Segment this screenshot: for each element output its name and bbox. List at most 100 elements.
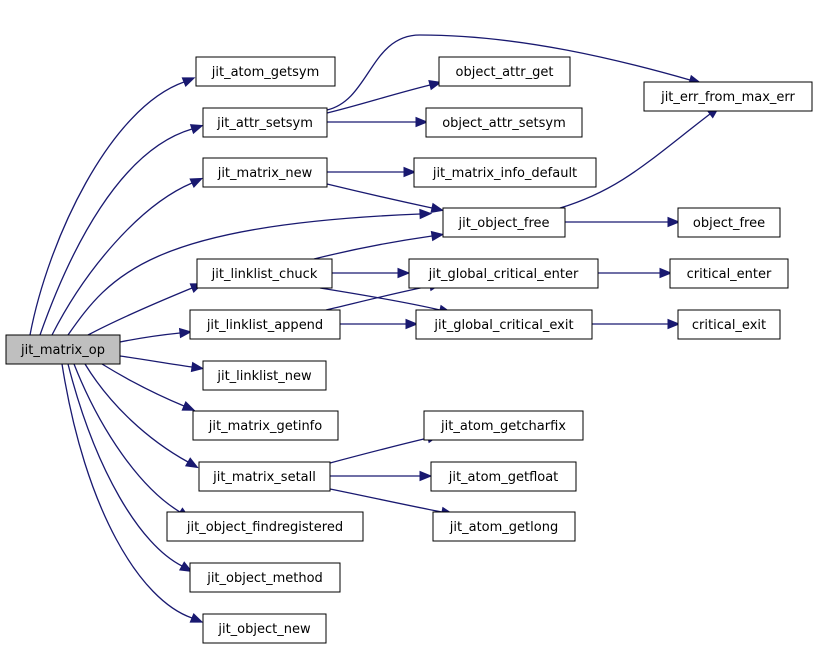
node-global-critical-exit[interactable]: jit_global_critical_exit xyxy=(415,309,593,340)
node-linklist-new[interactable]: jit_linklist_new xyxy=(202,360,327,391)
edge-line xyxy=(67,363,183,567)
node-label: jit_linklist_chuck xyxy=(211,267,318,282)
arrowhead-icon xyxy=(403,166,417,178)
node-matrix-new[interactable]: jit_matrix_new xyxy=(202,157,328,188)
node-critical-enter[interactable]: critical_enter xyxy=(669,258,789,289)
arrowhead-icon xyxy=(419,470,433,482)
edge-root-to-object-new xyxy=(61,363,204,623)
node-matrix-getinfo[interactable]: jit_matrix_getinfo xyxy=(192,410,339,441)
node-matrix-info-default[interactable]: jit_matrix_info_default xyxy=(413,157,597,188)
arrowhead-icon xyxy=(428,80,442,91)
node-box[interactable] xyxy=(415,309,593,340)
edge-line xyxy=(101,363,185,407)
node-label: jit_atom_getlong xyxy=(449,520,558,535)
node-root[interactable]: jit_matrix_op xyxy=(5,334,121,365)
arrowhead-icon xyxy=(181,400,196,411)
node-object-findregistered[interactable]: jit_object_findregistered xyxy=(166,511,364,542)
node-box[interactable] xyxy=(442,207,566,238)
edges-layer xyxy=(29,34,720,623)
node-label: jit_matrix_new xyxy=(217,166,313,181)
arrowhead-icon xyxy=(419,208,433,220)
node-matrix-setall[interactable]: jit_matrix_setall xyxy=(198,461,331,492)
edge-object-free-to-obj-free xyxy=(565,216,681,228)
edge-global-critical-exit-to-critical-exit xyxy=(592,318,681,330)
arrowhead-icon xyxy=(184,457,199,469)
edge-root-to-matrix-new xyxy=(51,177,204,336)
arrowhead-icon xyxy=(178,327,193,339)
edge-root-to-linklist-new xyxy=(119,355,205,373)
node-label: jit_object_free xyxy=(457,216,549,231)
node-box[interactable] xyxy=(430,461,577,492)
edge-line xyxy=(29,81,185,336)
arrowhead-icon xyxy=(405,318,419,330)
edge-line xyxy=(119,355,193,368)
nodes-layer: jit_matrix_op jit_atom_getsym jit_attr_set… xyxy=(5,56,813,644)
node-box[interactable] xyxy=(408,258,599,289)
edge-line xyxy=(119,332,181,343)
edge-root-to-object-free xyxy=(67,208,433,336)
node-box[interactable] xyxy=(425,107,583,138)
node-box[interactable] xyxy=(202,157,328,188)
node-label: jit_attr_setsym xyxy=(216,116,313,131)
node-label: object_attr_get xyxy=(456,65,554,80)
node-label: jit_matrix_op xyxy=(20,343,105,358)
arrowhead-icon xyxy=(430,202,445,214)
node-box[interactable] xyxy=(423,410,584,441)
node-box[interactable] xyxy=(196,258,333,289)
node-object-attr-get[interactable]: object_attr_get xyxy=(438,56,571,87)
node-box[interactable] xyxy=(438,56,571,87)
node-box[interactable] xyxy=(669,258,789,289)
node-box[interactable] xyxy=(195,56,336,87)
node-box[interactable] xyxy=(202,613,327,644)
edge-line xyxy=(319,287,441,311)
node-label: jit_atom_getcharfix xyxy=(440,419,566,434)
node-box[interactable] xyxy=(677,309,781,340)
node-object-attr-setsym[interactable]: object_attr_setsym xyxy=(425,107,583,138)
node-atom-getfloat[interactable]: jit_atom_getfloat xyxy=(430,461,577,492)
arrowhead-icon xyxy=(667,216,681,228)
edge-attr-setsym-to-object-attr-setsym xyxy=(327,116,429,128)
node-box[interactable] xyxy=(413,157,597,188)
node-box[interactable] xyxy=(189,562,341,593)
node-obj-free[interactable]: object_free xyxy=(677,207,781,238)
node-atom-getsym[interactable]: jit_atom_getsym xyxy=(195,56,336,87)
node-atom-getcharfix[interactable]: jit_atom_getcharfix xyxy=(423,410,584,441)
node-box[interactable] xyxy=(202,107,328,138)
node-label: jit_object_findregistered xyxy=(186,520,343,535)
node-label: jit_matrix_setall xyxy=(212,470,316,485)
node-object-free[interactable]: jit_object_free xyxy=(442,207,566,238)
node-object-method[interactable]: jit_object_method xyxy=(189,562,341,593)
node-box[interactable] xyxy=(192,410,339,441)
edge-root-to-object-method xyxy=(67,363,193,573)
node-object-new[interactable]: jit_object_new xyxy=(202,613,327,644)
arrowhead-icon xyxy=(430,230,445,242)
node-box[interactable] xyxy=(677,207,781,238)
node-critical-exit[interactable]: critical_exit xyxy=(677,309,781,340)
node-global-critical-enter[interactable]: jit_global_critical_enter xyxy=(408,258,599,289)
node-label: jit_matrix_getinfo xyxy=(208,419,322,434)
node-err-from-max-err[interactable]: jit_err_from_max_err xyxy=(643,81,813,112)
node-label: object_attr_setsym xyxy=(442,116,566,131)
node-attr-setsym[interactable]: jit_attr_setsym xyxy=(202,107,328,138)
node-box[interactable] xyxy=(643,81,813,112)
edge-line xyxy=(329,488,443,513)
arrowhead-icon xyxy=(659,267,673,279)
node-box[interactable] xyxy=(432,511,576,542)
node-box[interactable] xyxy=(166,511,364,542)
edge-linklist-append-to-global-critical-exit xyxy=(340,318,419,330)
node-box[interactable] xyxy=(202,360,327,391)
node-atom-getlong[interactable]: jit_atom_getlong xyxy=(432,511,576,542)
arrowhead-icon xyxy=(415,116,429,128)
node-box[interactable] xyxy=(198,461,331,492)
edge-root-to-matrix-setall xyxy=(84,363,199,469)
node-linklist-chuck[interactable]: jit_linklist_chuck xyxy=(196,258,333,289)
edge-line xyxy=(559,113,711,209)
node-linklist-append[interactable]: jit_linklist_append xyxy=(189,309,341,340)
node-label: object_free xyxy=(693,216,765,231)
node-box[interactable] xyxy=(5,334,121,365)
edge-global-critical-enter-to-critical-enter xyxy=(598,267,673,279)
edge-line xyxy=(326,183,433,209)
node-box[interactable] xyxy=(189,309,341,340)
node-label: jit_atom_getsym xyxy=(211,65,319,80)
